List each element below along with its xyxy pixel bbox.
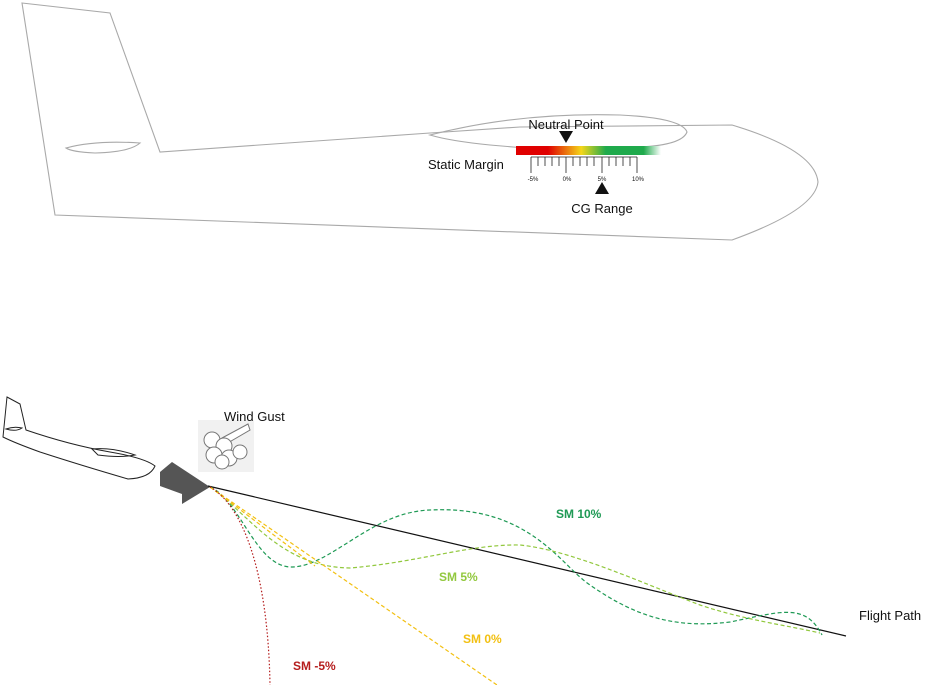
neutral-point-marker-icon [559,131,573,143]
main-wing-outline [427,114,688,149]
tick-label-minus-5: -5% [528,177,539,183]
glider-small-view [2,396,156,480]
flight-path-label: Flight Path [859,608,921,623]
trajectory-sm-0-branch [209,486,316,567]
small-glider-outline [2,396,156,480]
trajectory-label-sm-5: SM 5% [439,570,478,584]
glider-fuselage-outline [21,2,819,241]
static-margin-gradient-bar [516,146,661,155]
wind-gust-label: Wind Gust [224,409,285,424]
gust-arrow-icon [160,462,210,504]
trajectory-sm-10 [209,486,823,636]
tick-label-10: 10% [632,177,645,183]
scale-ruler [530,156,638,173]
cg-range-label: CG Range [571,201,632,216]
tick-label-5: 5% [598,177,607,183]
trajectory-curves [209,486,823,685]
trajectory-sm-5 [209,486,821,634]
trajectory-label-sm-minus-5: SM -5% [293,659,336,673]
static-margin-label: Static Margin [428,157,504,172]
trajectory-label-sm-10: SM 10% [556,507,602,521]
neutral-point-label: Neutral Point [528,117,604,132]
wind-gust-icon [198,420,254,472]
trajectory-sm-minus-5 [209,486,271,685]
trajectory-label-sm-0: SM 0% [463,632,502,646]
flight-path-line [207,485,847,637]
static-margin-scale: -5% 0% 5% 10% [516,131,661,194]
small-glider-wing [90,448,137,457]
glider-top-view [21,2,819,241]
horizontal-stabilizer-outline [64,141,142,154]
cg-range-marker-icon [595,182,609,194]
trajectory-sm-0 [209,486,498,685]
small-glider-stabilizer [4,426,24,431]
tick-label-0: 0% [563,177,572,183]
